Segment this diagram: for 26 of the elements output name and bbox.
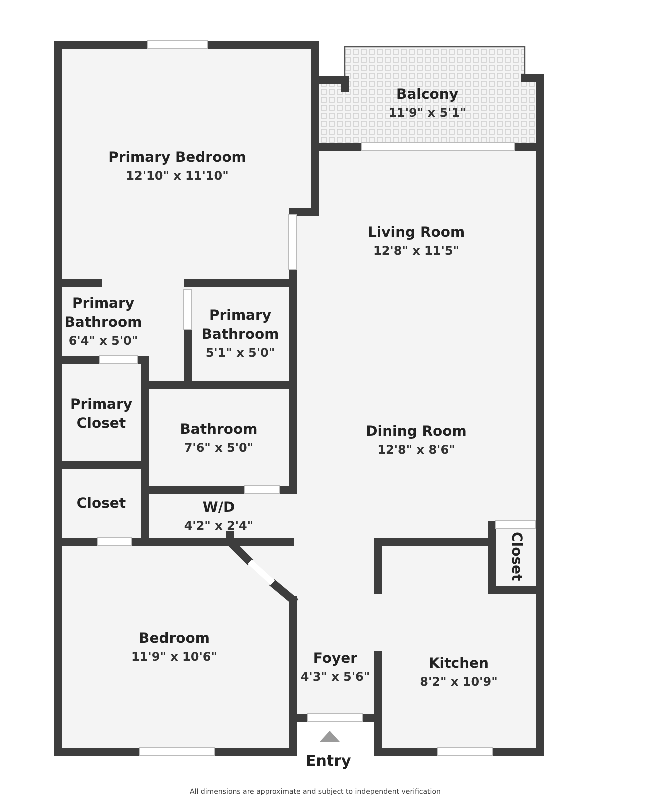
- room-name: Kitchen: [428, 654, 490, 674]
- room-name: Primary Bathroom: [200, 307, 280, 345]
- entry-label: Entry: [306, 752, 352, 770]
- room-dimensions: 11'9" x 10'6": [131, 648, 218, 664]
- room-name: Closet: [76, 494, 126, 514]
- room-name: Primary Bathroom: [64, 295, 143, 333]
- room-name: Bathroom: [180, 421, 258, 440]
- room-dimensions: 12'10" x 11'10": [126, 168, 229, 184]
- room-name: Bedroom: [139, 630, 210, 648]
- room-dimensions: 6'4" x 5'0": [68, 333, 138, 349]
- room-name: Closet: [508, 532, 526, 582]
- room-dimensions: 12'8" x 11'5": [373, 242, 460, 258]
- room-name: Living Room: [368, 224, 466, 242]
- room-name: Foyer: [313, 650, 358, 668]
- room-dimensions: 4'3" x 5'6": [300, 668, 370, 684]
- room-dimensions: 11'9" x 5'1": [388, 105, 466, 121]
- room-dimensions: 7'6" x 5'0": [184, 440, 254, 456]
- room-name: Primary Bedroom: [108, 148, 246, 168]
- room-name: Balcony: [396, 86, 458, 105]
- room-name: W/D: [202, 498, 236, 518]
- room-dimensions: 4'2" x 2'4": [184, 518, 254, 534]
- room-name: Dining Room: [366, 422, 467, 442]
- room-dimensions: 12'8" x 8'6": [378, 442, 456, 458]
- room-dimensions: 8'2" x 10'9": [420, 674, 498, 690]
- room-name: Primary Closet: [69, 396, 134, 434]
- room-dimensions: 5'1" x 5'0": [206, 345, 276, 361]
